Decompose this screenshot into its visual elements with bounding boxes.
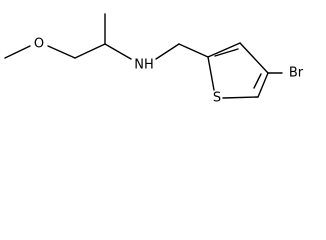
molecule-structure: O NH S Br	[4, 13, 304, 106]
bond-oxygen-ch2	[47, 45, 76, 59]
bond-ch2-ring	[178, 43, 209, 58]
bond-ch2-ch	[74, 43, 106, 59]
sulfur-atom-label: S	[213, 91, 221, 106]
bond-ring-c2-c3-double	[214, 48, 239, 57]
bromine-atom-label: Br	[289, 66, 304, 81]
bond-ring-c2-sulfur	[207, 56, 215, 91]
bond-ring-c3-c2	[207, 42, 241, 58]
bond-methyl-oxygen	[4, 45, 31, 59]
bond-ring-c5-c4	[257, 72, 269, 98]
bond-ring-sulfur-c5	[222, 96, 259, 99]
bond-ch-nitrogen	[104, 43, 132, 60]
structure-canvas: O NH S Br	[0, 0, 326, 114]
oxygen-atom-label: O	[34, 37, 44, 52]
bond-ring-c4-c5-double	[253, 73, 262, 89]
amine-atom-label: NH	[134, 58, 154, 73]
bond-nitrogen-ch2	[155, 43, 180, 60]
bond-ring-c4-c3	[239, 42, 269, 74]
